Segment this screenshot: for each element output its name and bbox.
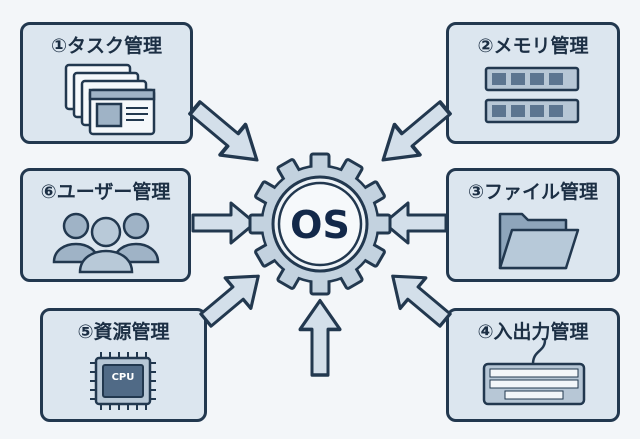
- arrow-bottom: [298, 298, 342, 377]
- folder-icon: [498, 212, 580, 270]
- arrow-task: [180, 90, 272, 177]
- arrow-io: [378, 259, 460, 337]
- keyboard-icon: [482, 339, 586, 406]
- arrow-memory: [368, 90, 460, 177]
- module-title: ②メモリ管理: [477, 35, 589, 57]
- cpu-icon: [90, 352, 156, 410]
- windows-stack-icon: [64, 63, 156, 136]
- arrow-file: [382, 201, 448, 245]
- gear-icon: [248, 152, 392, 296]
- module-title: ⑥ユーザー管理: [40, 181, 171, 203]
- memory-module-icon: [484, 66, 580, 124]
- arrow-resource: [191, 259, 273, 337]
- os-label: OS: [290, 203, 350, 247]
- users-icon: [52, 212, 160, 274]
- module-title: ①タスク管理: [50, 35, 163, 57]
- module-title: ④入出力管理: [477, 321, 589, 343]
- module-title: ⑤資源管理: [77, 321, 170, 343]
- module-memory-management: ②メモリ管理: [446, 22, 620, 144]
- cpu-label: CPU: [111, 372, 135, 383]
- arrow-user: [191, 201, 257, 245]
- module-title: ③ファイル管理: [467, 181, 599, 203]
